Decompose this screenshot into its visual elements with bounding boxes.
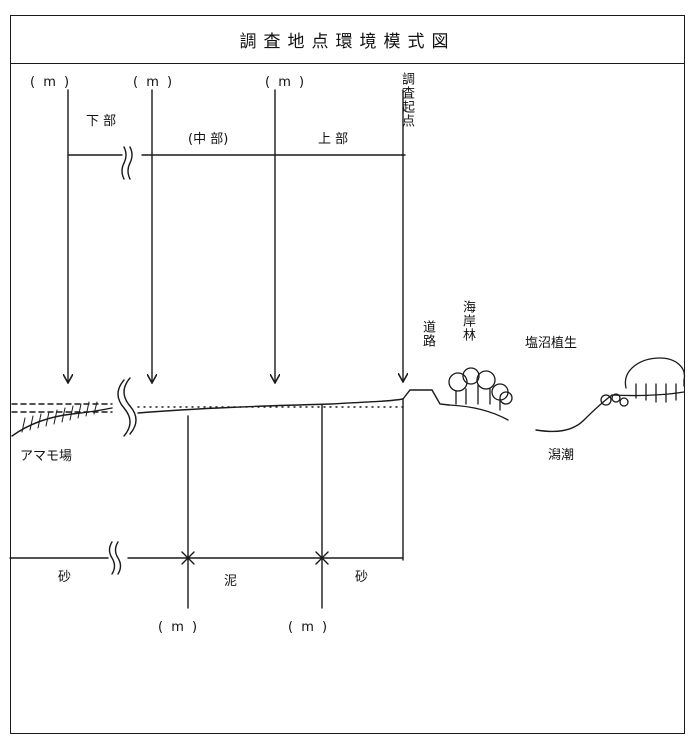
eelgrass-blades [21, 401, 98, 433]
substrate-break-mark [108, 541, 122, 575]
zone-lower-label: 下 部 [86, 114, 117, 129]
substrate-mud: 泥 [224, 574, 238, 589]
substrate-ticks [181, 551, 329, 565]
measure-bottom-1: ( m ) [158, 620, 200, 635]
diagram-title: 調査地点環境模式図 [239, 31, 456, 52]
lagoon-label: 潟潮 [548, 448, 575, 463]
eelgrass-label: アマモ場 [20, 449, 73, 464]
coastal-forest-label: 海岸林 [460, 300, 475, 342]
coastal-forest-trees [448, 367, 513, 421]
survey-start-label: 調査起点 [399, 72, 414, 128]
measure-top-2: ( m ) [133, 75, 175, 90]
eelgrass-bed [11, 407, 113, 437]
ground-surface [137, 398, 404, 414]
zone-upper-label: 上 部 [318, 132, 349, 147]
substrate-sand-right: 砂 [355, 570, 369, 585]
salt-marsh-label: 塩沼植生 [525, 336, 578, 351]
measure-top-1: ( m ) [30, 75, 72, 90]
zone-middle-label: (中 部) [188, 132, 229, 147]
measure-top-3: ( m ) [265, 75, 307, 90]
zone-break-mark [121, 146, 133, 180]
water-level-lines [11, 403, 113, 413]
title-bar: 調査地点環境模式図 [10, 15, 685, 64]
salt-marsh-vegetation [600, 357, 686, 407]
road-embankment [402, 389, 450, 406]
shore-break-mark [117, 377, 137, 437]
measure-bottom-2: ( m ) [288, 620, 330, 635]
substrate-sand-left: 砂 [58, 570, 72, 585]
road-label: 道路 [420, 320, 435, 348]
